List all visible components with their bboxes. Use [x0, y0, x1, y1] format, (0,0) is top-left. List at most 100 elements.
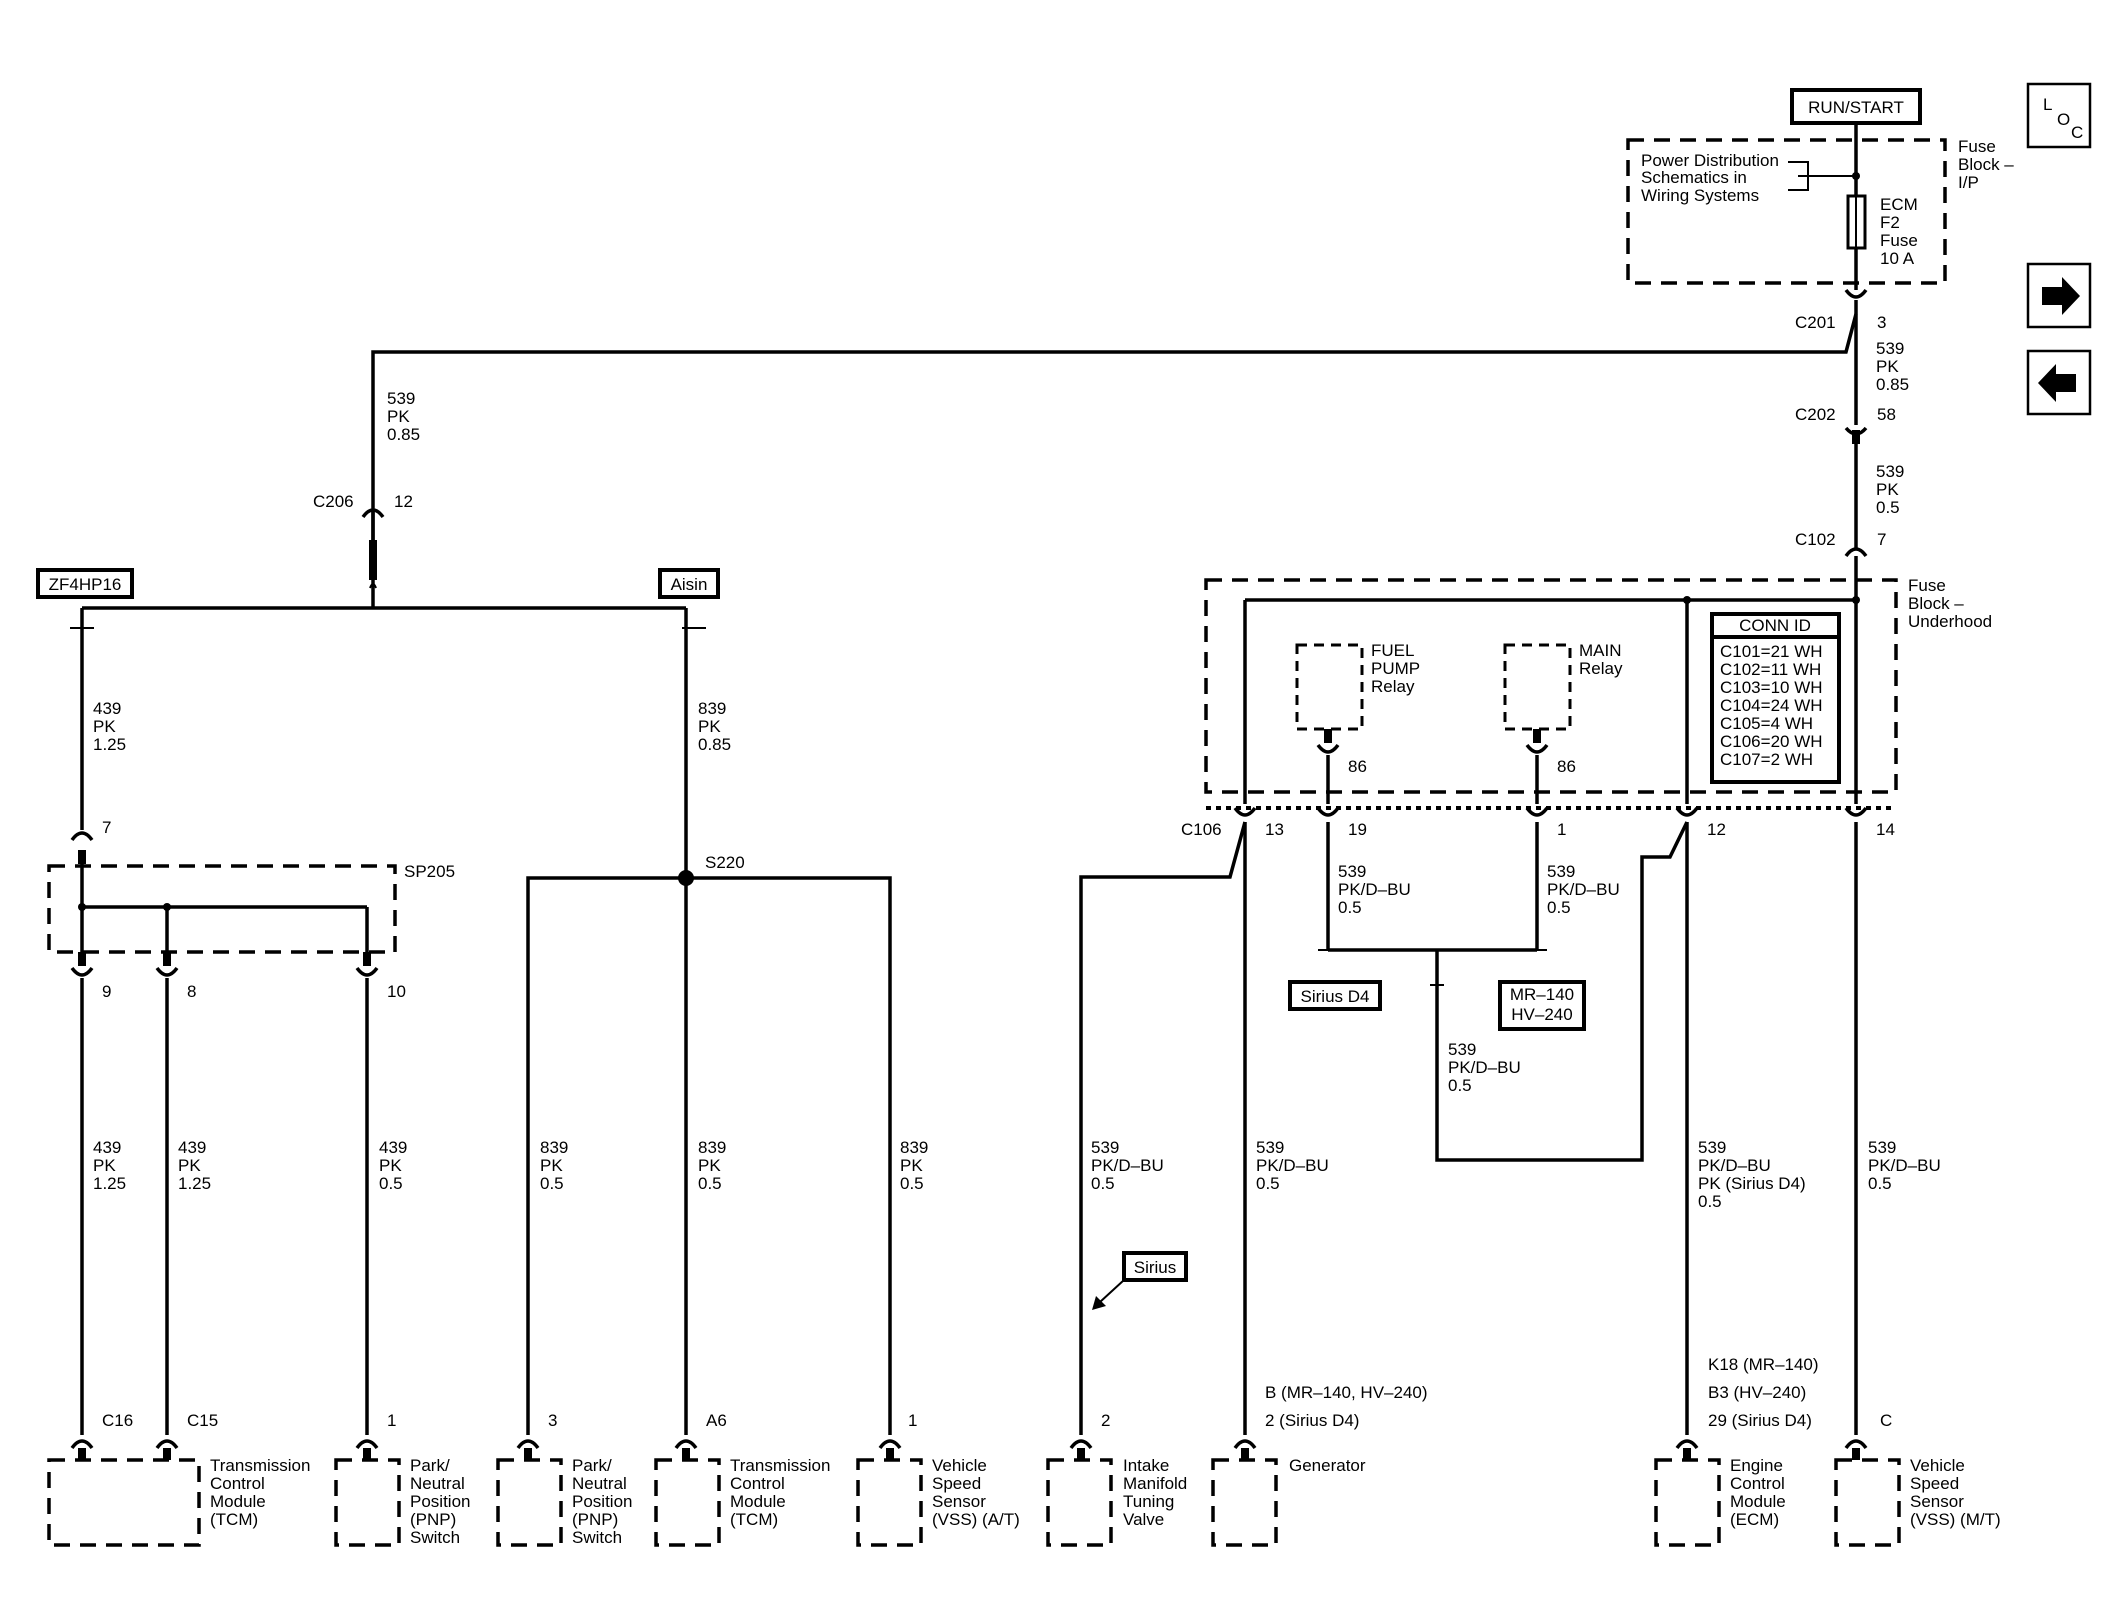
wire-label-left-top: 539 PK 0.85 [387, 389, 420, 444]
svg-text:Schematics in: Schematics in [1641, 168, 1747, 187]
svg-text:Module: Module [210, 1492, 266, 1511]
svg-text:MR–140: MR–140 [1510, 985, 1574, 1004]
svg-text:0.5: 0.5 [698, 1174, 722, 1193]
arrow-left-icon[interactable] [2026, 349, 2092, 416]
component-pnp-switch-zf: 1 Park/ Neutral Position (PNP) Switch [334, 1411, 470, 1547]
svg-text:539: 539 [1091, 1138, 1119, 1157]
svg-text:(PNP): (PNP) [572, 1510, 618, 1529]
wire-label-main: 539 PK/D–BU 0.5 [1547, 862, 1620, 917]
wire-label-fp: 539 PK/D–BU 0.5 [1338, 862, 1411, 917]
wire-label-b9: 539 PK/D–BU PK (Sirius D4) 0.5 [1698, 1138, 1806, 1211]
svg-text:Transmission: Transmission [210, 1456, 310, 1475]
svg-text:539: 539 [1698, 1138, 1726, 1157]
svg-text:Park/: Park/ [410, 1456, 450, 1475]
svg-text:Wiring Systems: Wiring Systems [1641, 186, 1759, 205]
svg-text:58: 58 [1877, 405, 1896, 424]
wire-label-c201-c202: 539 PK 0.85 [1876, 339, 1909, 394]
wire-539-pk-top [371, 313, 1858, 540]
svg-text:7: 7 [102, 818, 111, 837]
svg-text:C105=4 WH: C105=4 WH [1720, 714, 1813, 733]
splice-pack-sp205: 7 SP205 [47, 818, 455, 966]
svg-text:13: 13 [1265, 820, 1284, 839]
svg-text:C106=20 WH: C106=20 WH [1720, 732, 1823, 751]
svg-text:Control: Control [210, 1474, 265, 1493]
svg-text:539: 539 [1868, 1138, 1896, 1157]
svg-text:Park/: Park/ [572, 1456, 612, 1475]
wire-label-b8: 539 PK/D–BU 0.5 [1256, 1138, 1329, 1193]
option-sirius-d4: Sirius D4 [1288, 980, 1382, 1011]
svg-text:RUN/START: RUN/START [1808, 98, 1904, 117]
wire-intake [1079, 821, 1247, 1435]
svg-text:PK/D–BU: PK/D–BU [1256, 1156, 1329, 1175]
svg-text:Module: Module [1730, 1492, 1786, 1511]
svg-text:Vehicle: Vehicle [932, 1456, 987, 1475]
wire-label-b10: 539 PK/D–BU 0.5 [1868, 1138, 1941, 1193]
svg-text:L: L [2043, 95, 2052, 114]
svg-text:Position: Position [572, 1492, 632, 1511]
svg-text:Neutral: Neutral [410, 1474, 465, 1493]
svg-text:Sirius: Sirius [1134, 1258, 1177, 1277]
svg-text:539: 539 [1338, 862, 1366, 881]
svg-text:Vehicle: Vehicle [1910, 1456, 1965, 1475]
svg-text:439: 439 [178, 1138, 206, 1157]
wire-label-b4: 839 PK 0.5 [540, 1138, 568, 1193]
svg-text:C202: C202 [1795, 405, 1836, 424]
svg-text:C103=10 WH: C103=10 WH [1720, 678, 1823, 697]
wire-label-b3: 439 PK 0.5 [379, 1138, 407, 1193]
svg-text:Speed: Speed [1910, 1474, 1959, 1493]
arrow-right-icon[interactable] [2026, 262, 2092, 329]
svg-text:Generator: Generator [1289, 1456, 1366, 1475]
ecm-f2-fuse: ECM F2 Fuse 10 A [1846, 194, 1918, 268]
svg-text:839: 839 [540, 1138, 568, 1157]
svg-text:PK/D–BU: PK/D–BU [1338, 880, 1411, 899]
svg-text:0.5: 0.5 [1868, 1174, 1892, 1193]
wire-label-b2: 439 PK 1.25 [178, 1138, 211, 1193]
svg-text:Sensor: Sensor [1910, 1492, 1964, 1511]
svg-text:PK: PK [1876, 480, 1899, 499]
svg-text:12: 12 [1707, 820, 1726, 839]
svg-text:439: 439 [93, 1138, 121, 1157]
fuse-block-ip: Fuse Block – I/P [1626, 137, 2014, 285]
svg-text:Transmission: Transmission [730, 1456, 830, 1475]
svg-text:0.5: 0.5 [1698, 1192, 1722, 1211]
svg-text:PK/D–BU: PK/D–BU [1698, 1156, 1771, 1175]
svg-text:Neutral: Neutral [572, 1474, 627, 1493]
svg-text:B3 (HV–240): B3 (HV–240) [1708, 1383, 1806, 1402]
connector-c106: C106 13 19 1 12 14 [1181, 806, 1895, 839]
svg-text:0.85: 0.85 [387, 425, 420, 444]
svg-text:0.5: 0.5 [1448, 1076, 1472, 1095]
svg-text:Manifold: Manifold [1123, 1474, 1187, 1493]
fuel-pump-relay: FUEL PUMP Relay 86 [1295, 641, 1420, 776]
svg-text:C101=21 WH: C101=21 WH [1720, 642, 1823, 661]
svg-text:539: 539 [1448, 1040, 1476, 1059]
svg-text:29 (Sirius D4): 29 (Sirius D4) [1708, 1411, 1812, 1430]
svg-text:CONN ID: CONN ID [1739, 616, 1811, 635]
svg-text:PK: PK [698, 717, 721, 736]
svg-text:PK: PK [1876, 357, 1899, 376]
svg-text:0.5: 0.5 [540, 1174, 564, 1193]
svg-text:539: 539 [387, 389, 415, 408]
svg-text:Underhood: Underhood [1908, 612, 1992, 631]
svg-text:19: 19 [1348, 820, 1367, 839]
svg-text:0.85: 0.85 [1876, 375, 1909, 394]
wire-sirius-loop [1435, 821, 1689, 1162]
svg-text:(TCM): (TCM) [210, 1510, 258, 1529]
svg-text:Sirius D4: Sirius D4 [1301, 987, 1370, 1006]
svg-text:539: 539 [1876, 339, 1904, 358]
svg-text:839: 839 [698, 699, 726, 718]
svg-text:Fuse: Fuse [1880, 231, 1918, 250]
svg-text:7: 7 [1877, 530, 1886, 549]
svg-text:Position: Position [410, 1492, 470, 1511]
main-relay: MAIN Relay 86 [1503, 641, 1623, 776]
loc-button[interactable]: L O C [2026, 82, 2092, 149]
svg-text:2 (Sirius D4): 2 (Sirius D4) [1265, 1411, 1359, 1430]
svg-text:Switch: Switch [410, 1528, 460, 1547]
svg-text:C102=11 WH: C102=11 WH [1720, 660, 1821, 679]
svg-text:PK/D–BU: PK/D–BU [1091, 1156, 1164, 1175]
power-distribution-note: Power Distribution Schematics in Wiring … [1641, 151, 1856, 205]
svg-text:(TCM): (TCM) [730, 1510, 778, 1529]
svg-text:0.5: 0.5 [1876, 498, 1900, 517]
svg-text:ZF4HP16: ZF4HP16 [49, 575, 122, 594]
svg-text:FUEL: FUEL [1371, 641, 1414, 660]
svg-text:SP205: SP205 [404, 862, 455, 881]
